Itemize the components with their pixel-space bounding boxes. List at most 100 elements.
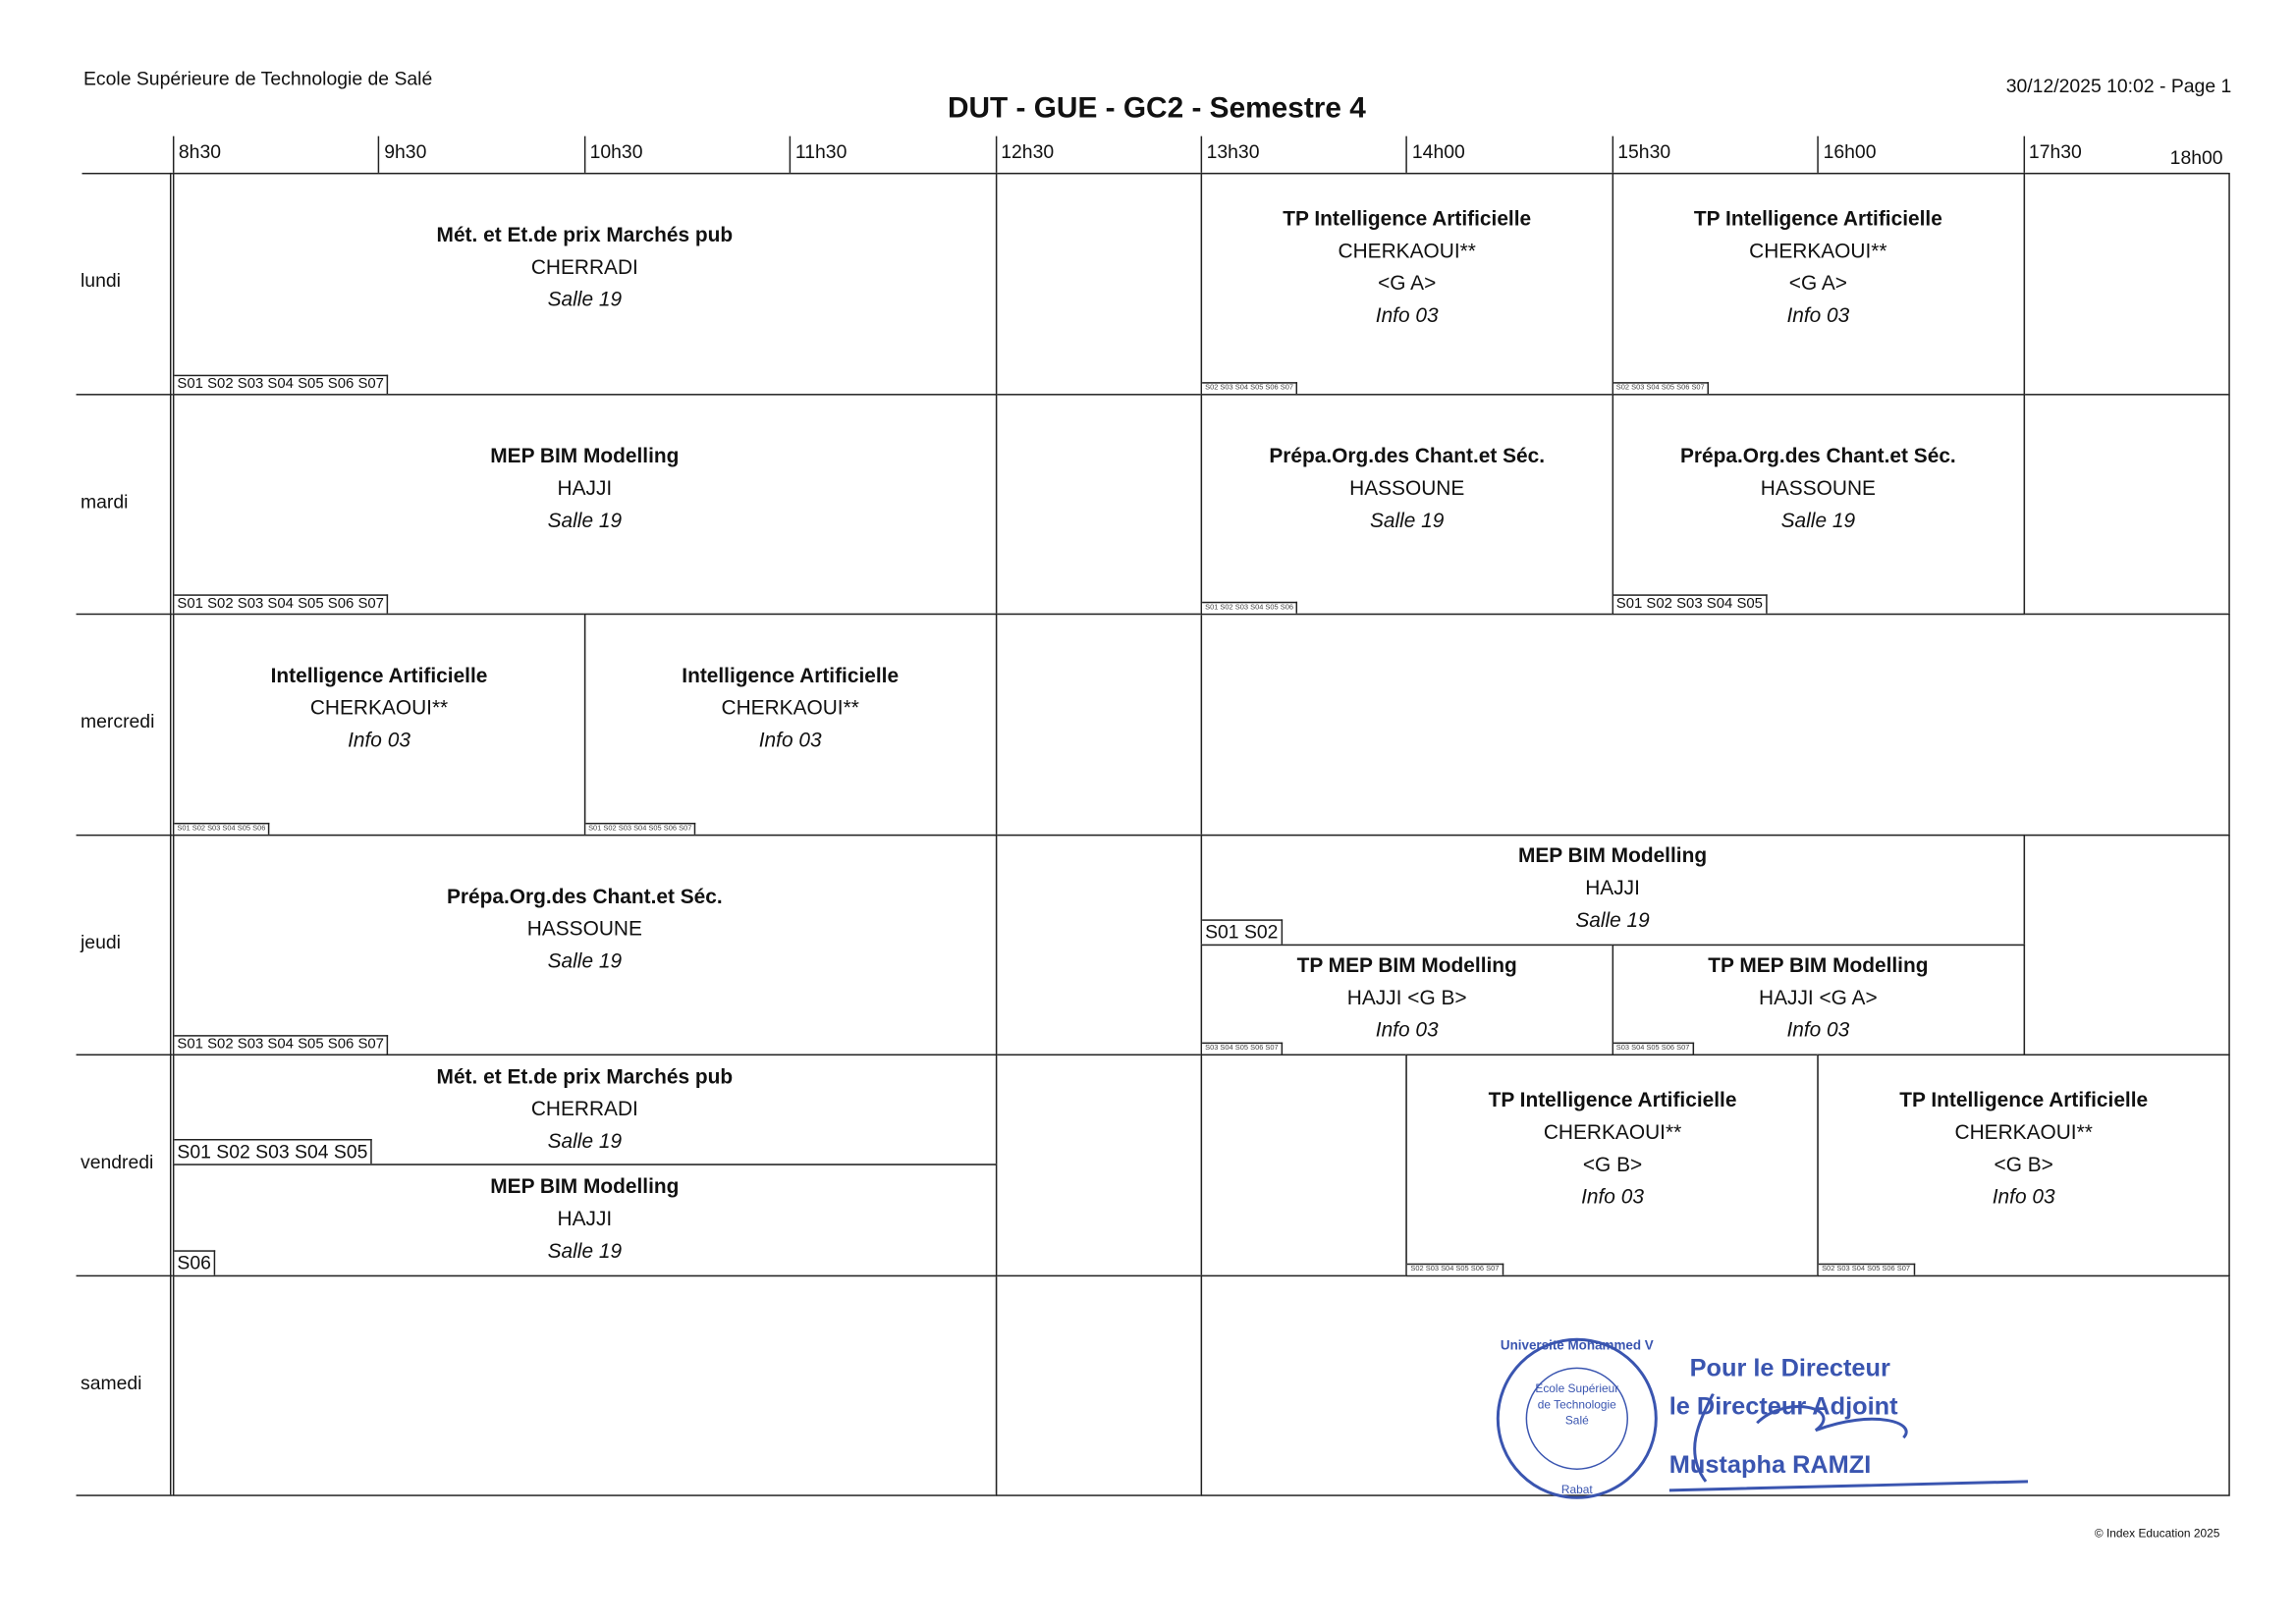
session-teacher: CHERRADI [530, 1096, 638, 1120]
time-header: 17h30 [2022, 135, 2228, 173]
group-tag: S01 S02 S03 S04 S05 S06 [174, 822, 270, 835]
session-group: <G A> [1788, 271, 1847, 296]
group-tag: S01 S02 S03 S04 S05 [1613, 594, 1768, 614]
session-subject: Mét. et Et.de prix Marchés pub [436, 223, 734, 246]
session-room: Info 03 [348, 728, 410, 752]
day-column-line [169, 172, 172, 1495]
session-teacher: CHERKAOUI** [1749, 239, 1887, 263]
session-teacher: HAJJI <G A> [1759, 986, 1878, 1009]
session-teacher: CHERKAOUI** [1954, 1119, 2093, 1144]
time-header: 13h30 [1200, 135, 1406, 173]
session-teacher: HAJJI [557, 1206, 613, 1230]
session-subject: MEP BIM Modelling [1517, 843, 1708, 867]
session-room: Salle 19 [1780, 508, 1856, 531]
print-date-page: 30/12/2025 10:02 - Page 1 [2005, 75, 2232, 97]
copyright: © Index Education 2025 [2094, 1527, 2220, 1541]
empty-slot [995, 172, 1203, 395]
signature-line1: Pour le Directeur [1689, 1354, 1890, 1382]
empty-slot [2022, 172, 2230, 395]
page-title: DUT - GUE - GC2 - Semestre 4 [947, 91, 1366, 125]
time-header: 8h30 [172, 135, 378, 173]
session-room: Info 03 [758, 728, 822, 752]
group-tag: S01 S02 S03 S04 S05 S06 [1202, 601, 1298, 614]
day-label-mercredi: mercredi [81, 710, 155, 732]
group-tag: S02 S03 S04 S05 S06 S07 [1613, 381, 1710, 394]
empty-slot [995, 834, 1203, 1056]
day-label-mardi: mardi [81, 490, 129, 513]
day-label-lundi: lundi [81, 269, 121, 293]
empty-slot [1200, 1054, 1408, 1276]
session-room: Info 03 [1581, 1184, 1644, 1209]
group-tag: S01 S02 S03 S04 S05 S06 S07 [174, 373, 389, 394]
session-block[interactable]: Prépa.Org.des Chant.et Séc. HASSOUNE Salle… [1612, 393, 2025, 616]
seal-ring-text: Université Mohammed V [1500, 1337, 1654, 1353]
handwritten-signature [1668, 1393, 2029, 1492]
group-tag: S01 S02 [1202, 918, 1283, 945]
session-content: Prépa.Org.des Chant.et Séc. HASSOUNE Salle… [1613, 439, 2023, 535]
session-teacher: HAJJI <G B> [1346, 986, 1467, 1009]
session-subject: Prépa.Org.des Chant.et Séc. [1679, 443, 1956, 467]
group-tag: S01 S02 S03 S04 S05 S06 S07 [585, 822, 696, 835]
group-tag: S01 S02 S03 S04 S05 S06 S07 [174, 1035, 389, 1055]
session-group: <G A> [1378, 271, 1437, 296]
day-label-jeudi: jeudi [81, 930, 121, 953]
session-teacher: HAJJI [1585, 875, 1640, 899]
group-tag: S02 S03 S04 S05 S06 S07 [1407, 1262, 1503, 1274]
session-subject: TP Intelligence Artificielle [1488, 1088, 1737, 1112]
row-divider [76, 1273, 173, 1276]
signature-block: Pour le Directeur le Directeur Adjoint M… [1668, 1350, 2029, 1492]
time-header: 11h30 [789, 135, 995, 173]
session-room: Salle 19 [1575, 907, 1650, 932]
empty-slot [2022, 834, 2230, 1056]
empty-slot [995, 613, 1203, 836]
session-subject: Intelligence Artificielle [270, 663, 488, 687]
time-header: 15h30 [1612, 135, 1817, 173]
group-tag: S03 S04 S05 S06 S07 [1613, 1042, 1694, 1055]
school-name: Ecole Supérieure de Technologie de Salé [82, 67, 433, 89]
session-room: Info 03 [1786, 1017, 1850, 1042]
group-tag: S02 S03 S04 S05 S06 S07 [1819, 1262, 1915, 1274]
empty-slot [1200, 1273, 2230, 1496]
seal-bottom-text: Rabat [1560, 1483, 1593, 1496]
session-teacher: HASSOUNE [1760, 475, 1876, 500]
session-subject: MEP BIM Modelling [490, 1173, 680, 1198]
session-subject: TP Intelligence Artificielle [1283, 206, 1532, 231]
session-subject: Prépa.Org.des Chant.et Séc. [1269, 443, 1546, 467]
time-header: 14h00 [1405, 135, 1612, 173]
day-label-samedi: samedi [81, 1371, 142, 1394]
empty-slot [995, 1273, 1203, 1496]
time-header: 9h30 [378, 135, 583, 173]
session-teacher: HASSOUNE [526, 915, 642, 940]
session-room: Salle 19 [547, 1128, 623, 1152]
signature-name: Mustapha RAMZI [1668, 1450, 1872, 1479]
group-tag: S01 S02 S03 S04 S05 [174, 1139, 372, 1164]
row-divider [76, 393, 173, 395]
session-subject: Prépa.Org.des Chant.et Séc. [446, 884, 723, 908]
